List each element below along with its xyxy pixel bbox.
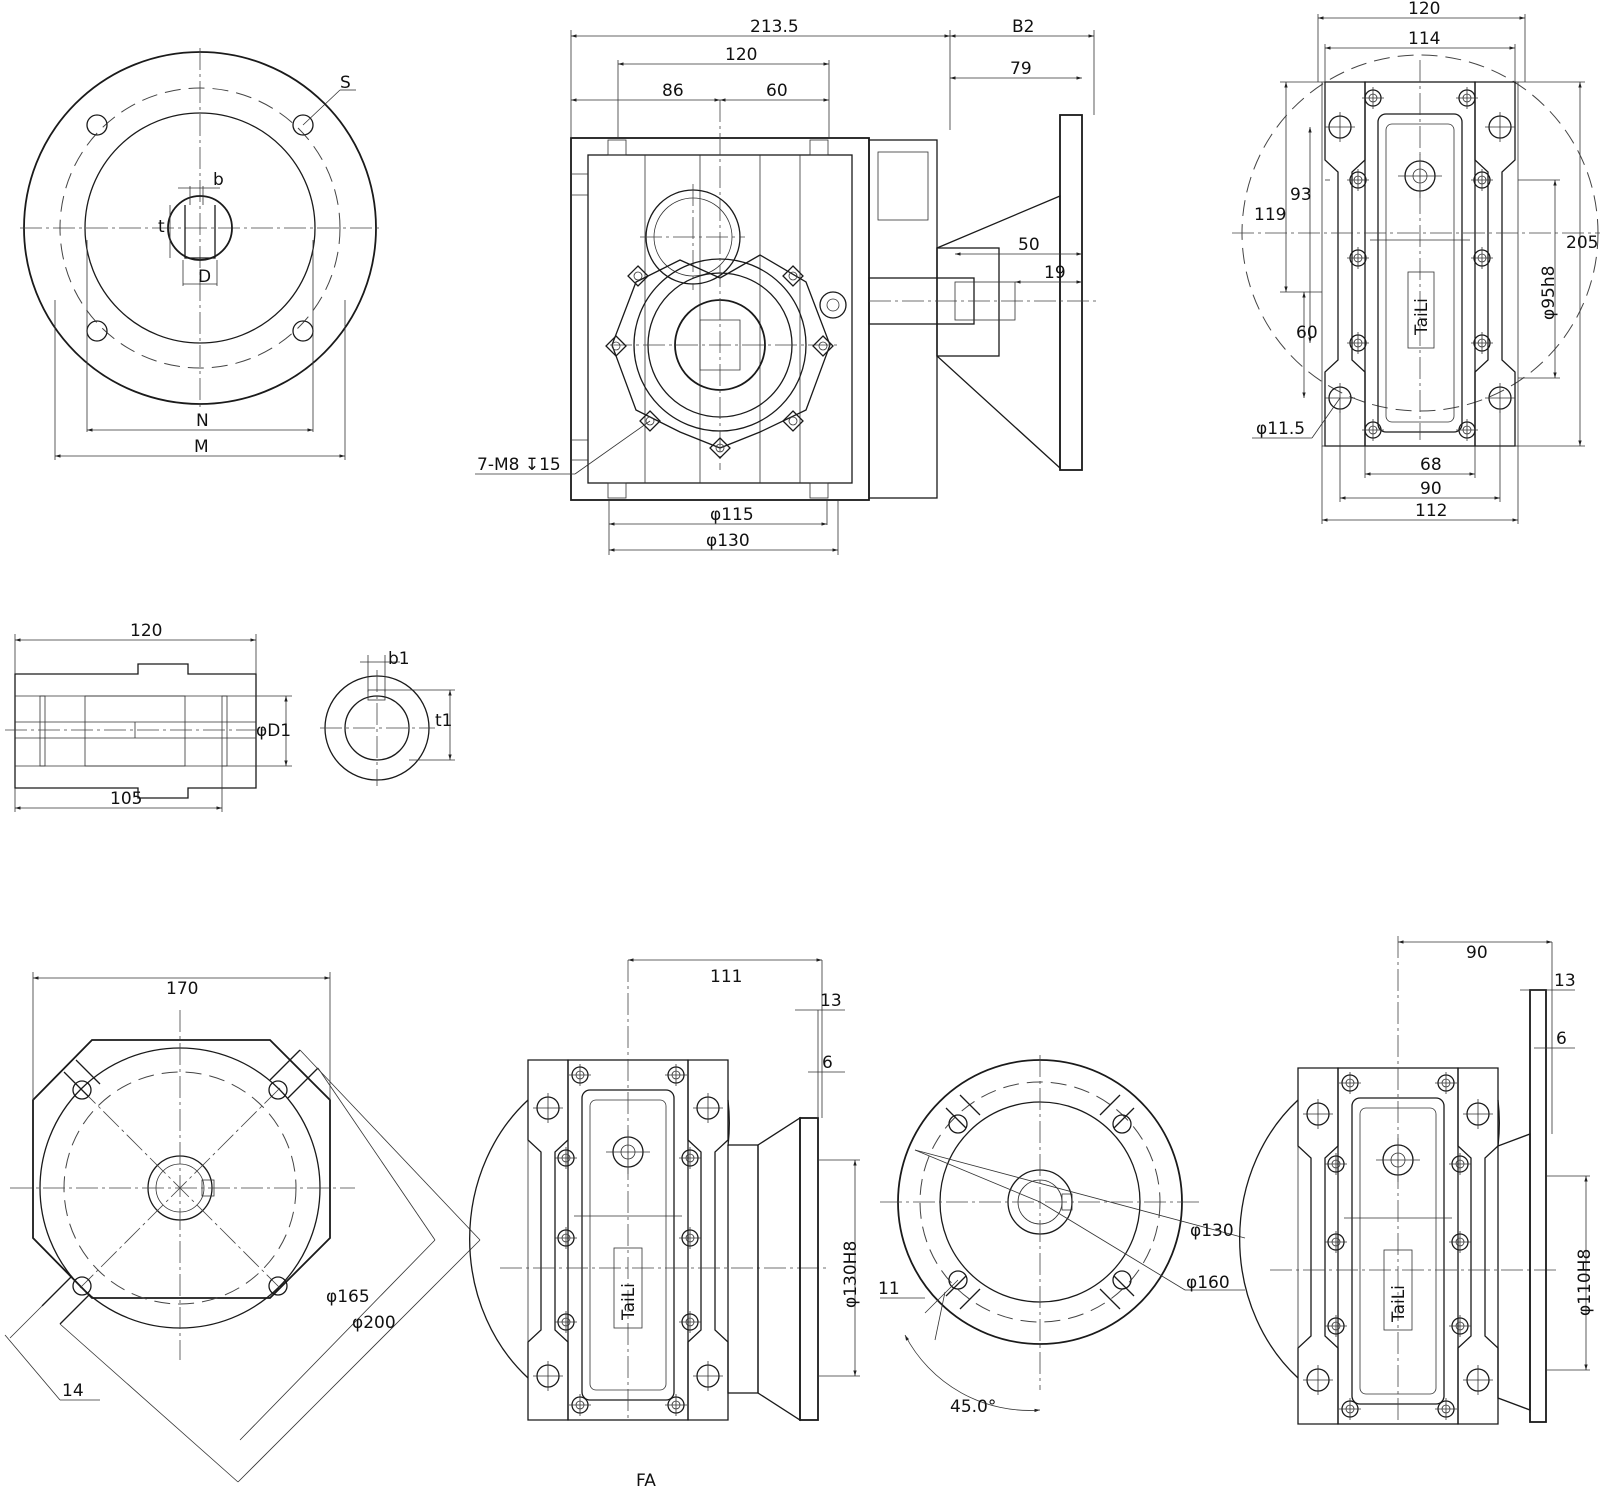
front-view: 213.5 B2 120 86 60 79 50 19 7-M8 ↧15 φ11… <box>475 17 1100 555</box>
dim-phiD1: φD1 <box>256 721 291 741</box>
round-flange-view: φ130 φ160 11 45.0° <box>878 1055 1246 1417</box>
brand-label-fa: TaiLi <box>619 1283 639 1321</box>
dim-120: 120 <box>725 45 757 65</box>
side-view-top: TaiLi 120 11 <box>1232 0 1600 524</box>
dim-phi130-round: φ130 <box>1190 1221 1234 1241</box>
dim-114: 114 <box>1408 29 1440 49</box>
label-S: S <box>340 73 351 93</box>
dim-50: 50 <box>1018 235 1040 255</box>
dim-phi115: φ115 <box>710 505 754 525</box>
dim-120-top: 120 <box>1408 0 1440 19</box>
label-b: b <box>213 170 224 190</box>
dim-13-bottom: 13 <box>1554 971 1576 991</box>
dim-60-side: 60 <box>1296 323 1318 343</box>
dim-93: 93 <box>1290 185 1312 205</box>
label-D: D <box>198 267 211 287</box>
fa-view: TaiLi 111 13 6 φ130H8 FA <box>469 958 861 1491</box>
dim-phi11-5: φ11.5 <box>1256 419 1305 439</box>
dim-14: 14 <box>62 1381 84 1401</box>
label-t: t <box>158 217 165 237</box>
shaft-side-view: 120 φD1 105 b1 t1 <box>5 621 455 812</box>
side-view-bottom: TaiLi 90 13 6 φ110H8 <box>1239 936 1595 1425</box>
label-N: N <box>196 411 209 431</box>
dim-120-shaft: 120 <box>130 621 162 641</box>
dim-11: 11 <box>878 1279 900 1299</box>
dim-b1: b1 <box>388 649 410 669</box>
dim-68: 68 <box>1420 455 1442 475</box>
dim-86: 86 <box>662 81 684 101</box>
dim-105: 105 <box>110 789 142 809</box>
dim-60: 60 <box>766 81 788 101</box>
dim-6-fa: 6 <box>822 1053 833 1073</box>
caption-FA: FA <box>636 1471 656 1491</box>
dim-phi95h8: φ95h8 <box>1539 266 1559 320</box>
thread-callout: 7-M8 ↧15 <box>477 455 561 475</box>
dim-90: 90 <box>1420 479 1442 499</box>
dim-90-bottom: 90 <box>1466 943 1488 963</box>
brand-label-top: TaiLi <box>1412 298 1432 336</box>
dim-phi160: φ160 <box>1186 1273 1230 1293</box>
dim-112: 112 <box>1415 501 1447 521</box>
dim-205: 205 <box>1566 233 1598 253</box>
dim-6-bottom: 6 <box>1556 1029 1567 1049</box>
dim-phi200: φ200 <box>352 1313 396 1333</box>
brand-label-bottom: TaiLi <box>1389 1285 1409 1323</box>
dim-phi130H8: φ130H8 <box>841 1241 861 1308</box>
dim-phi165: φ165 <box>326 1287 370 1307</box>
dim-79: 79 <box>1010 59 1032 79</box>
label-M: M <box>194 437 209 457</box>
dim-111: 111 <box>710 967 742 987</box>
dim-phi130: φ130 <box>706 531 750 551</box>
dim-B2: B2 <box>1012 17 1034 37</box>
dim-19: 19 <box>1044 263 1066 283</box>
dim-213-5: 213.5 <box>750 17 799 37</box>
dim-angle-45: 45.0° <box>950 1397 996 1417</box>
dim-phi110H8: φ110H8 <box>1575 1249 1595 1316</box>
dim-t1: t1 <box>435 711 452 731</box>
dim-13-fa: 13 <box>820 991 842 1011</box>
square-flange-view: 170 φ165 φ200 14 <box>4 972 481 1483</box>
dim-119: 119 <box>1254 205 1286 225</box>
flange-end-view: S b t D N M <box>20 48 382 460</box>
dim-170: 170 <box>166 979 198 999</box>
